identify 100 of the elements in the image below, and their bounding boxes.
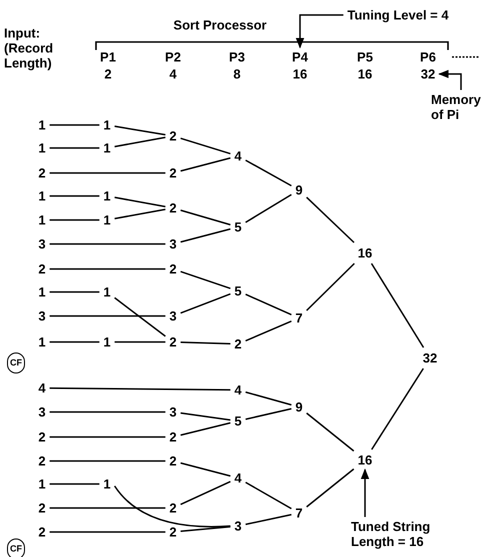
value-label: 1: [102, 188, 112, 204]
value-label: 1: [37, 334, 47, 350]
connector-line: [245, 160, 292, 186]
value-label: 7: [294, 310, 304, 326]
connector-line: [245, 408, 292, 420]
connector-line: [180, 270, 231, 290]
connector-line: [306, 262, 355, 312]
value-label: 2: [168, 524, 178, 540]
connector-line: [180, 480, 231, 506]
connector-line: [114, 486, 230, 528]
circled-mark: CF: [7, 538, 25, 557]
value-label: 3: [37, 308, 47, 324]
header-label: Sort Processor: [173, 18, 267, 32]
connector-line: [50, 436, 166, 438]
connector-line: [50, 243, 166, 245]
connector-line: [50, 219, 100, 221]
header-label: Input: (Record Length): [4, 26, 54, 70]
connector-line: [50, 460, 166, 462]
value-label: 4: [233, 148, 243, 164]
connector-line: [114, 126, 166, 136]
value-label: 2: [168, 430, 178, 444]
value-label: 2: [233, 336, 243, 352]
connector-line: [180, 228, 231, 243]
connector-line: [50, 315, 166, 317]
header-label: 16: [292, 66, 308, 82]
connector-line: [180, 157, 231, 172]
header-label: P5: [357, 50, 373, 64]
connector-line: [245, 482, 292, 510]
connector-line: [114, 196, 166, 208]
connector-line: [245, 294, 292, 316]
value-label: 5: [233, 414, 243, 428]
value-label: 1: [102, 118, 112, 132]
connector-line: [306, 468, 354, 508]
value-label: 1: [102, 212, 112, 228]
value-label: 3: [168, 236, 178, 252]
connector-line: [50, 172, 166, 174]
value-label: 2: [168, 166, 178, 180]
value-label: 9: [294, 182, 304, 198]
value-label: 32: [422, 350, 438, 366]
header-label: 8: [233, 66, 241, 82]
value-label: 2: [168, 200, 178, 216]
value-label: 7: [294, 506, 304, 520]
connector-line: [180, 526, 230, 532]
connector-line: [50, 531, 166, 533]
value-label: 2: [168, 500, 178, 516]
value-label: 32: [420, 66, 436, 82]
connector-line: [180, 293, 231, 314]
value-label: 5: [233, 284, 243, 298]
value-label: 1: [37, 476, 47, 492]
connector-line: [370, 263, 424, 348]
value-label: 2: [168, 454, 178, 468]
arrow: [438, 70, 462, 90]
value-label: 1: [37, 284, 47, 300]
value-label: 3: [168, 404, 178, 420]
header-label: P2: [165, 50, 181, 64]
connector-line: [180, 462, 231, 477]
value-label: 16: [356, 452, 374, 468]
value-label: 5: [233, 220, 243, 234]
value-label: 4: [233, 470, 243, 486]
value-label: 2: [37, 166, 47, 180]
connector-line: [50, 507, 166, 509]
connector-line: [180, 412, 230, 421]
connector-line: [306, 412, 354, 452]
value-label: 3: [37, 404, 47, 420]
connector-line: [371, 368, 424, 450]
connector-line: [180, 138, 231, 154]
circled-mark: CF: [7, 352, 25, 374]
connector-line: [50, 147, 100, 149]
value-label: 9: [294, 400, 304, 414]
connector-line: [114, 208, 166, 220]
value-label: 3: [233, 518, 243, 534]
header-label: 4: [169, 66, 177, 82]
header-label: 16: [358, 66, 372, 82]
arrow: [296, 14, 344, 49]
connector-line: [50, 411, 166, 413]
value-label: 4: [37, 380, 47, 396]
value-label: Memory of Pi: [430, 92, 489, 122]
connector-line: [50, 291, 100, 293]
value-label: 1: [102, 140, 112, 156]
value-label: 1: [102, 284, 112, 300]
connector-line: [180, 341, 230, 345]
value-label: Tuned String Length = 16: [350, 519, 450, 549]
header-label: P3: [229, 50, 245, 64]
connector-line: [245, 320, 292, 342]
value-label: 1: [37, 118, 47, 132]
value-label: 2: [37, 454, 47, 468]
value-label: 3: [37, 236, 47, 252]
value-label: P4: [291, 50, 309, 64]
value-label: 1: [102, 476, 112, 492]
value-label: 2: [37, 500, 47, 516]
header-label: P6: [420, 50, 436, 64]
value-label: 1: [37, 140, 47, 156]
value-label: Tuning Level = 4: [346, 8, 450, 22]
connector-line: [245, 391, 292, 406]
header-label: 2: [104, 66, 112, 82]
connector-line: [306, 196, 355, 244]
connector-line: [50, 195, 100, 197]
connector-line: [50, 387, 230, 391]
value-label: 2: [168, 334, 178, 350]
connector-line: [50, 124, 100, 126]
